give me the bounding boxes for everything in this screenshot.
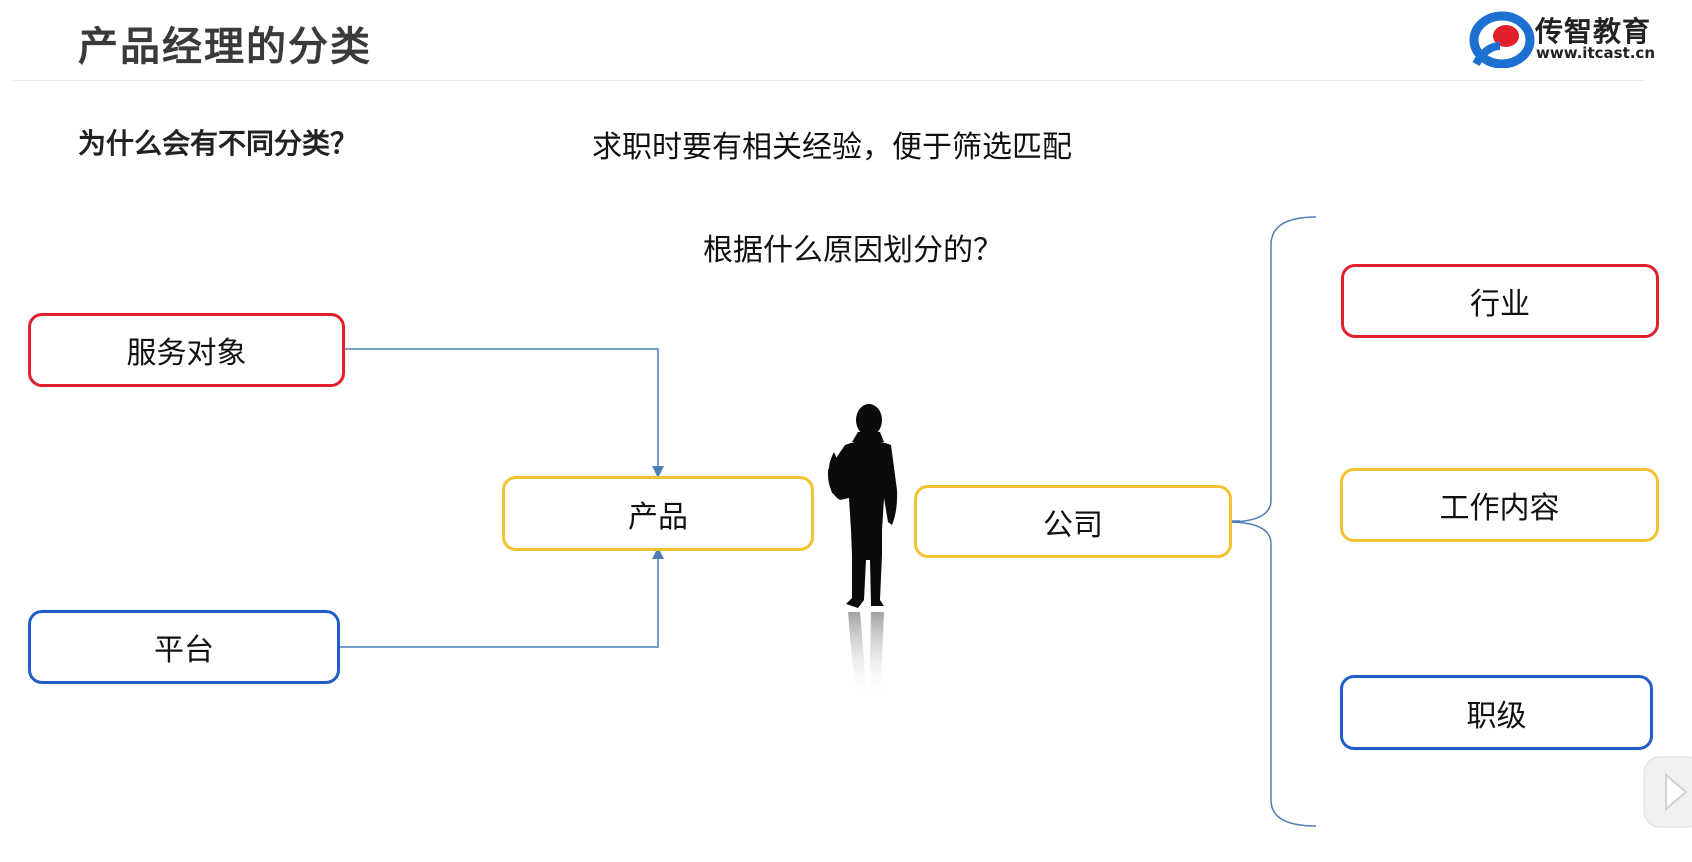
classification-answer: 求职时要有相关经验，便于筛选匹配: [592, 130, 1072, 165]
work-content-box: 工作内容: [1340, 468, 1659, 542]
classification-question: 为什么会有不同分类？: [78, 127, 359, 160]
silhouette-reflection: [848, 612, 884, 700]
page-title: 产品经理的分类: [78, 24, 372, 70]
itcast-logo-icon: [1469, 11, 1535, 68]
service-target-box: 服务对象: [28, 313, 345, 387]
video-play-icon[interactable]: [1640, 745, 1692, 835]
job-level-box: 职级: [1340, 675, 1653, 750]
product-label: 产品: [628, 499, 688, 535]
platform-box: 平台: [28, 610, 340, 684]
industry-label: 行业: [1470, 287, 1530, 322]
logo-url: www.itcast.cn: [1536, 44, 1656, 62]
platform-label: 平台: [154, 633, 214, 668]
product-box: 产品: [502, 476, 814, 551]
service-target-label: 服务对象: [126, 336, 247, 371]
division-basis-question: 根据什么原因划分的？: [703, 233, 1003, 268]
company-brace: [1227, 216, 1317, 827]
industry-box: 行业: [1341, 264, 1659, 338]
logo-name: 传智教育: [1535, 15, 1652, 48]
work-content-label: 工作内容: [1439, 491, 1560, 526]
connector-platform-to-product: [340, 547, 664, 648]
company-label: 公司: [1043, 507, 1103, 543]
company-box: 公司: [914, 485, 1232, 558]
job-level-label: 职级: [1466, 698, 1527, 734]
header-divider: [10, 80, 1645, 81]
connector-service-to-product: [345, 348, 664, 478]
businessman-silhouette-icon: [827, 404, 898, 608]
